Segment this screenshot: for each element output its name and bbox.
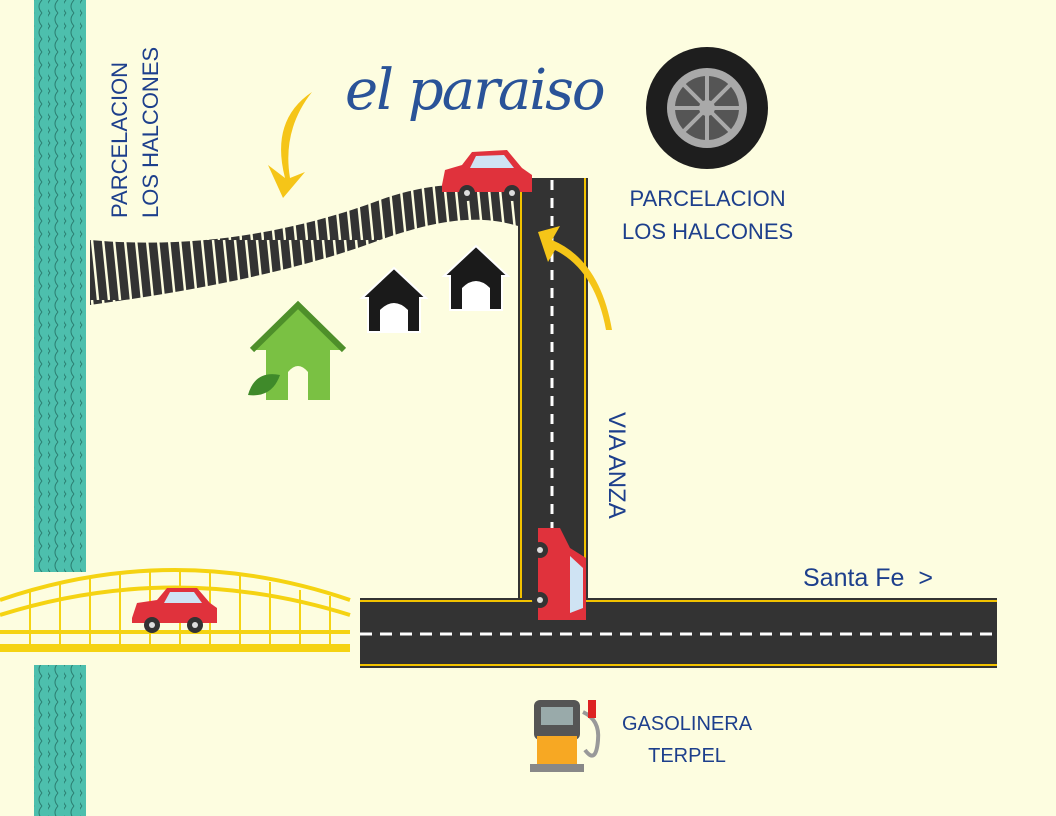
green-house-icon <box>248 300 347 400</box>
el-paraiso-logo: el paraiso <box>345 58 606 123</box>
bridge-icon <box>0 568 351 652</box>
label-line: PARCELACION <box>629 186 786 211</box>
label-line: LOS HALCONES <box>622 219 794 244</box>
label-line: GASOLINERA <box>622 713 753 735</box>
santa-fe-label: Santa Fe > <box>803 564 933 592</box>
gas-pump-icon <box>530 700 601 772</box>
arrow-icon <box>538 226 612 330</box>
label-line: LOS HALCONES <box>138 46 163 218</box>
right-parcelacion-label: PARCELACION LOS HALCONES <box>622 182 793 248</box>
arrow-icon <box>268 92 312 198</box>
via-anza-label: VIA ANZA <box>603 412 630 519</box>
car-icon <box>132 588 217 633</box>
gasolinera-label: GASOLINERA TERPEL <box>622 708 752 772</box>
label-line: PARCELACION <box>107 61 132 218</box>
tire-icon <box>646 47 768 169</box>
river <box>34 0 86 816</box>
car-icon <box>532 528 586 620</box>
label-line: TERPEL <box>648 745 726 767</box>
house-icon <box>359 244 511 333</box>
santa-fe-road <box>360 598 997 668</box>
car-icon <box>442 150 532 201</box>
left-parcelacion-label: PARCELACION LOS HALCONES <box>104 47 166 218</box>
tire-track-road <box>90 184 530 305</box>
